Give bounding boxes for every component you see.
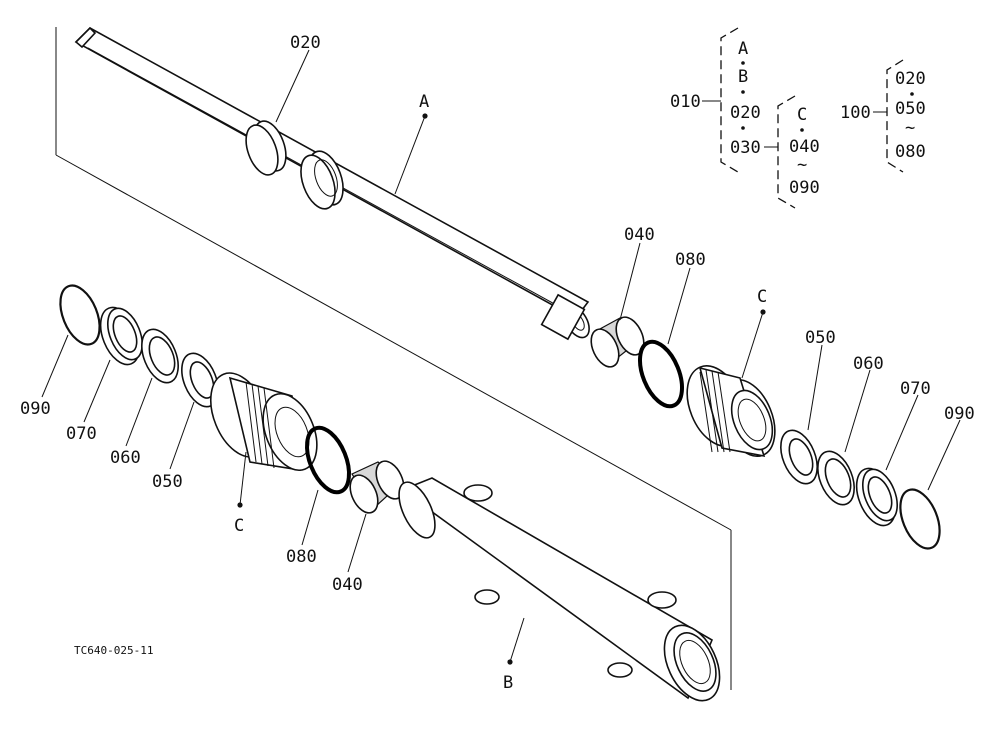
legend-010-item-4: 030 xyxy=(730,138,761,158)
ring-020 xyxy=(245,120,287,176)
label-070-left: 070 xyxy=(66,424,97,444)
legend-c-item-1: 040 xyxy=(789,137,820,157)
bush-040-left xyxy=(349,460,405,514)
label-080-left: 080 xyxy=(286,547,317,567)
label-b: B xyxy=(503,673,513,693)
seal-050-right xyxy=(780,429,818,485)
label-c-left: C xyxy=(234,516,244,536)
label-090-left: 090 xyxy=(20,399,51,419)
label-070-right: 070 xyxy=(900,379,931,399)
legend-c-range-tilde: ~ xyxy=(797,155,807,175)
legend-100-item-3: 080 xyxy=(895,142,926,162)
assembly-legend: 010 A B 020 030 C 040 ~ 090 100 020 050 … xyxy=(670,27,926,209)
legend-010-item-2: B xyxy=(738,67,748,87)
label-050-left: 050 xyxy=(152,472,183,492)
legend-100-item-2: 050 xyxy=(895,99,926,119)
cylinder-tube-b xyxy=(398,477,721,702)
seal-060-right xyxy=(817,450,855,506)
label-c-right: C xyxy=(757,287,767,307)
legend-c-label: C xyxy=(797,105,807,125)
legend-100-range-tilde: ~ xyxy=(905,118,915,138)
seal-070-left xyxy=(99,306,143,366)
callout-labels: 020 A 040 080 C 050 060 070 090 090 070 … xyxy=(20,33,975,693)
label-040-left: 040 xyxy=(332,575,363,595)
oring-080-left xyxy=(305,425,351,495)
label-090-right: 090 xyxy=(944,404,975,424)
snap-ring-090-left xyxy=(59,284,101,346)
oring-080-right xyxy=(638,339,684,409)
label-050-right: 050 xyxy=(805,328,836,348)
bush-040-right xyxy=(590,316,645,368)
legend-c-item-2: 090 xyxy=(789,178,820,198)
gland-c-right xyxy=(686,365,776,458)
legend-100-item-1: 020 xyxy=(895,69,926,89)
label-060-left: 060 xyxy=(110,448,141,468)
label-020: 020 xyxy=(290,33,321,53)
legend-100-label: 100 xyxy=(840,103,871,123)
seal-070-right xyxy=(855,467,898,527)
snap-ring-090-right xyxy=(899,488,941,550)
label-040-right: 040 xyxy=(624,225,655,245)
leader-lines xyxy=(41,49,961,663)
seal-060-left xyxy=(141,328,179,384)
legend-010-item-1: A xyxy=(738,39,748,59)
gland-c-left xyxy=(209,372,318,471)
legend-010-item-3: 020 xyxy=(730,103,761,123)
label-a: A xyxy=(419,92,429,112)
leader-dots xyxy=(237,113,766,665)
legend-010-label: 010 xyxy=(670,92,701,112)
label-060-right: 060 xyxy=(853,354,884,374)
label-080-right: 080 xyxy=(675,250,706,270)
frame-lines xyxy=(55,27,732,690)
rod-collar xyxy=(300,150,344,210)
drawing-code: TC640-025-11 xyxy=(74,644,153,657)
